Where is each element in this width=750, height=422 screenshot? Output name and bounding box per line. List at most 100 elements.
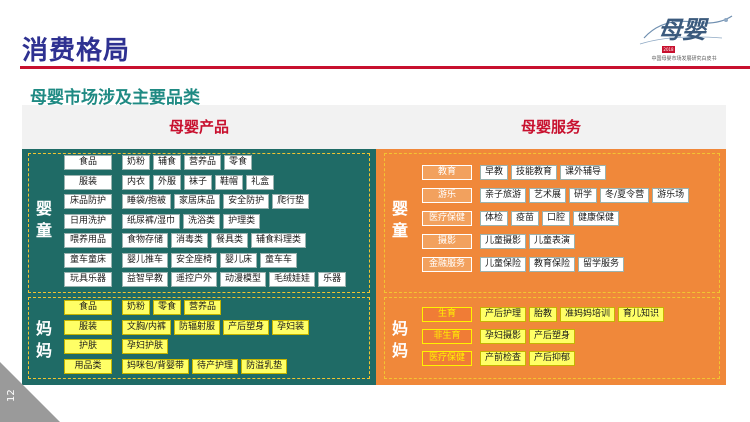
products-baby-group: 婴童: [28, 153, 370, 293]
products-baby-label: 婴童: [35, 199, 52, 240]
item-tag: 零食: [224, 155, 253, 170]
category-label: 服装: [64, 174, 112, 190]
item-tag: 婴儿床: [220, 252, 258, 268]
products-mother-label: 妈妈: [35, 319, 52, 360]
item-tag: 早教: [480, 165, 509, 180]
item-tag: 孕妇摄影: [480, 329, 527, 344]
category-label: 服装: [64, 319, 112, 335]
item-tag: 疫苗: [511, 211, 540, 226]
item-tag: 乐器: [318, 272, 347, 287]
item-tag: 产后塑身: [223, 319, 270, 335]
item-tag: 胎教: [529, 307, 558, 322]
category-label: 用品类: [64, 358, 112, 374]
item-tag: 健康保健: [573, 211, 620, 226]
item-tag: 产后抑郁: [529, 351, 576, 366]
item-tag: 亲子旅游: [480, 188, 527, 203]
services-baby-label: 婴童: [391, 199, 408, 240]
item-tag: 毛绒娃娃: [269, 272, 316, 287]
item-list: 体检疫苗口腔健康保健: [480, 211, 620, 226]
category-label: 摄影: [422, 234, 472, 249]
item-tag: 冬/夏令营: [600, 188, 650, 203]
category-label: 教育: [422, 165, 472, 180]
item-list: 奶粉辅食营养品零食: [122, 155, 253, 170]
item-list: 早教技能教育课外辅导: [480, 165, 607, 180]
item-tag: 袜子: [184, 174, 213, 190]
category-label: 医疗保健: [422, 211, 472, 226]
products-header: 母婴产品: [22, 105, 376, 149]
item-list: 益智早教遥控户外动漫模型毛绒娃娃乐器: [122, 272, 347, 287]
item-tag: 技能教育: [511, 165, 558, 180]
category-label: 喂养用品: [64, 233, 112, 248]
item-tag: 洗浴类: [183, 213, 221, 229]
logo-subtitle: 中国母婴市场发展研究白皮书: [651, 56, 717, 62]
item-list: 奶粉零食营养品: [122, 300, 222, 315]
item-tag: 餐具类: [211, 233, 249, 248]
category-label: 童车童床: [64, 252, 112, 268]
item-tag: 防溢乳垫: [241, 358, 288, 374]
item-tag: 睡袋/抱被: [122, 194, 172, 209]
item-tag: 产后护理: [480, 307, 527, 322]
item-tag: 爬行垫: [272, 194, 310, 209]
item-tag: 辅食: [153, 155, 182, 170]
item-tag: 零食: [153, 300, 182, 315]
item-tag: 课外辅导: [560, 165, 607, 180]
item-list: 产前检查产后抑郁: [480, 351, 576, 366]
item-tag: 食物存储: [122, 233, 169, 248]
logo-mark: 母婴: [658, 15, 706, 44]
item-tag: 婴儿推车: [122, 252, 169, 268]
item-list: 产后护理胎教准妈妈培训育儿知识: [480, 307, 665, 322]
item-tag: 营养品: [184, 155, 222, 170]
item-tag: 教育保险: [529, 257, 576, 272]
category-label: 食品: [64, 155, 112, 170]
category-label: 非生育: [422, 329, 472, 344]
page-title: 消费格局: [22, 36, 131, 66]
item-tag: 准妈妈培训: [560, 307, 616, 322]
item-tag: 礼盒: [246, 174, 275, 190]
services-panel: 婴童 妈妈 教育早教技能教育课外辅导游乐亲子旅游艺术展研学冬/夏令营游乐场医疗保…: [376, 149, 726, 385]
item-tag: 益智早教: [122, 272, 169, 287]
category-label: 生育: [422, 307, 472, 322]
category-label: 玩具乐器: [64, 272, 112, 287]
item-tag: 防辐射服: [174, 319, 221, 335]
title-underline: [20, 66, 750, 69]
services-mother-group: 妈妈: [384, 297, 720, 379]
item-list: 文胸/内裤防辐射服产后塑身孕妇装: [122, 319, 310, 335]
item-list: 孕妇摄影产后塑身: [480, 329, 576, 344]
item-tag: 消毒类: [171, 233, 209, 248]
item-tag: 遥控户外: [171, 272, 218, 287]
item-tag: 研学: [569, 188, 598, 203]
category-label: 床品防护: [64, 194, 112, 209]
item-tag: 待产护理: [192, 358, 239, 374]
category-label: 游乐: [422, 188, 472, 203]
item-tag: 留学服务: [578, 257, 625, 272]
services-header: 母婴服务: [376, 105, 726, 149]
products-panel: 婴童 妈妈 食品奶粉辅食营养品零食服装内衣外服袜子鞋帽礼盒床品防护睡袋/抱被家居…: [22, 149, 376, 385]
item-list: 食物存储消毒类餐具类辅食料理类: [122, 233, 307, 248]
item-tag: 产后塑身: [529, 329, 576, 344]
item-tag: 产前检查: [480, 351, 527, 366]
item-list: 亲子旅游艺术展研学冬/夏令营游乐场: [480, 188, 690, 203]
item-tag: 体检: [480, 211, 509, 226]
item-tag: 妈咪包/背婴带: [122, 358, 190, 374]
item-tag: 外服: [153, 174, 182, 190]
item-list: 纸尿裤/湿巾洗浴类护理类: [122, 213, 261, 229]
item-tag: 童车车: [260, 252, 298, 268]
services-baby-group: 婴童: [384, 153, 720, 293]
item-tag: 口腔: [542, 211, 571, 226]
item-tag: 鞋帽: [215, 174, 244, 190]
item-tag: 纸尿裤/湿巾: [122, 213, 181, 229]
item-list: 内衣外服袜子鞋帽礼盒: [122, 174, 275, 190]
item-list: 儿童保险教育保险留学服务: [480, 257, 625, 272]
item-tag: 营养品: [184, 300, 222, 315]
logo-seal: 2018: [662, 46, 675, 53]
page-number: 12: [6, 389, 17, 402]
item-tag: 家居床品: [174, 194, 221, 209]
item-tag: 游乐场: [652, 188, 690, 203]
category-label: 护肤: [64, 339, 112, 354]
item-tag: 安全座椅: [171, 252, 218, 268]
item-tag: 护理类: [223, 213, 261, 229]
item-list: 儿童摄影儿童表演: [480, 234, 576, 249]
item-tag: 育儿知识: [618, 307, 665, 322]
page-subtitle: 母婴市场涉及主要品类: [30, 88, 200, 108]
item-tag: 儿童保险: [480, 257, 527, 272]
